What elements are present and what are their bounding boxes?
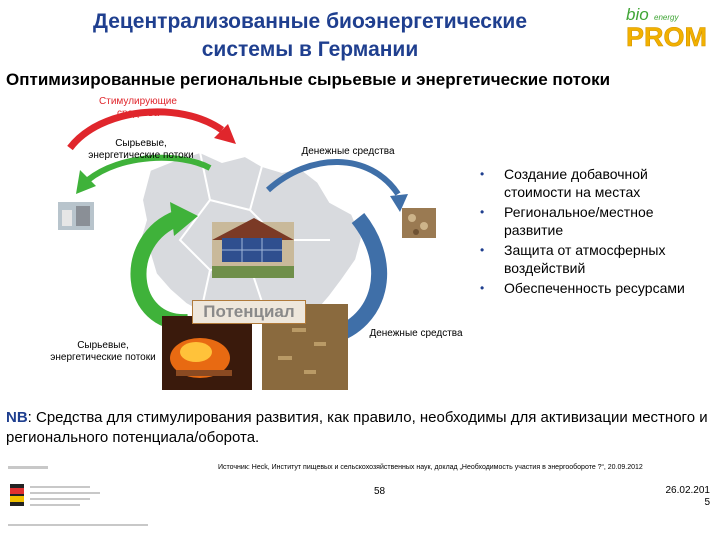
energy-flow-diagram: [58, 108, 436, 390]
nb-note: NB: Средства для стимулирования развития…: [6, 408, 714, 448]
biomass-plant-photo: [58, 202, 94, 230]
list-item: •Создание добавочной стоимости на местах: [480, 166, 648, 200]
nb-text: : Средства для стимулирования развития, …: [6, 409, 708, 446]
bioenergy-prom-logo: bio energy PROM: [622, 4, 714, 52]
list-item: •Защита от атмосферных воздействий: [480, 242, 666, 276]
flow-top-arrowhead: [76, 170, 96, 194]
flows-top-label: Сырьевые, энергетические потоки: [88, 138, 194, 161]
logo-prom-text: PROM: [626, 22, 707, 50]
incentive-arrow: [67, 108, 225, 151]
money-bottom-label: Денежные средства: [369, 328, 463, 339]
flow-left-arrowhead: [170, 202, 198, 236]
house-solar-photo: [212, 218, 294, 278]
slide-date: 26.02.201 5: [665, 485, 711, 508]
logo-energy-text: energy: [654, 13, 679, 22]
flow-top-arrow: [86, 154, 212, 183]
bullet-icon: •: [480, 243, 485, 257]
ministry-support-emblem: [8, 466, 148, 526]
title-line-2: системы в Германии: [201, 38, 419, 61]
fire-photo: [162, 316, 252, 390]
money-top-arrow: [265, 159, 401, 196]
bullet-icon: •: [480, 281, 485, 295]
subtitle: Оптимизированные региональные сырьевые и…: [6, 70, 611, 89]
title-line-1: Децентрализованные биоэнергетические: [92, 10, 528, 33]
money-top-label: Денежные средства: [301, 146, 395, 157]
source-citation: Источник: Heck, Институт пищевых и сельс…: [218, 464, 643, 471]
page-number: 58: [374, 486, 386, 497]
money-top-arrowhead: [390, 194, 408, 212]
list-item: •Обеспеченность ресурсами: [480, 280, 685, 296]
nb-key: NB: [6, 409, 28, 426]
incentives-label: Стимулирующие средства: [99, 96, 177, 119]
logo-bio-text: bio: [626, 5, 649, 24]
bullet-icon: •: [480, 167, 485, 181]
list-item: •Региональное/местное развитие: [480, 204, 654, 238]
incentive-arrowhead: [214, 124, 236, 144]
bullet-icon: •: [480, 205, 485, 219]
page-title: Децентрализованные биоэнергетические сис…: [40, 8, 580, 64]
flows-bottom-label: Сырьевые, энергетические потоки: [50, 340, 156, 363]
wood-chips-photo: [402, 208, 436, 238]
benefits-list: •Создание добавочной стоимости на местах…: [478, 166, 714, 301]
potential-label: Потенциал: [192, 300, 306, 324]
